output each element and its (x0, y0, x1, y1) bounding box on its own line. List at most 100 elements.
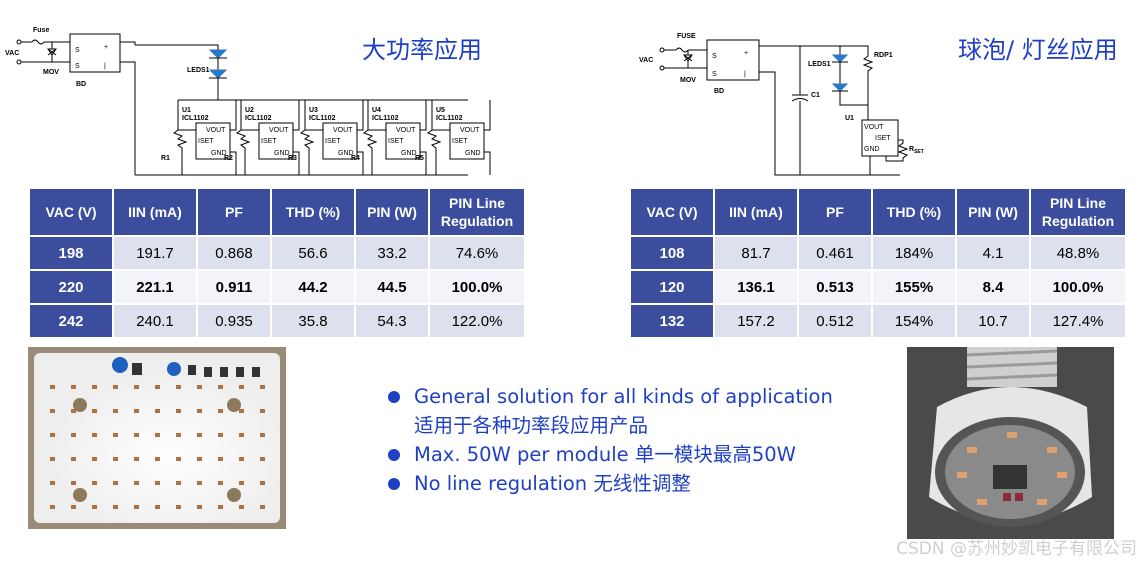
resistor-label: R5 (415, 155, 424, 162)
table-cell: 54.3 (356, 305, 428, 337)
table-cell: 132 (631, 305, 713, 337)
table-cell: 240.1 (114, 305, 196, 337)
led-module-photo (28, 347, 286, 529)
board-led (92, 505, 97, 509)
right-title: 球泡/ 灯丝应用 (958, 36, 1118, 64)
col-header: THD (%) (873, 189, 955, 235)
rset-label: RSET (909, 146, 924, 155)
chip-label: ICL1102 (182, 115, 209, 122)
resistor-label: R3 (288, 155, 297, 162)
vout-pin: VOUT (396, 127, 416, 134)
chip-label: ICL1102 (436, 115, 463, 122)
board-led (113, 457, 118, 461)
board-led (239, 433, 244, 437)
table-cell: 120 (631, 271, 713, 303)
board-led (50, 385, 55, 389)
bullet-text: No line regulation 无线性调整 (414, 472, 691, 495)
board-led (218, 457, 223, 461)
board-led (50, 457, 55, 461)
board-led (176, 385, 181, 389)
board-led (155, 409, 160, 413)
bullet-item: General solution for all kinds of applic… (384, 382, 833, 440)
board-led (113, 433, 118, 437)
r-vac-label: VAC (639, 57, 653, 64)
table-cell: 0.911 (198, 271, 270, 303)
col-header: PIN (W) (356, 189, 428, 235)
board-led (218, 385, 223, 389)
board-led (134, 481, 139, 485)
board-led (260, 385, 265, 389)
table-row: 220 221.1 0.911 44.2 44.5 100.0% (30, 271, 524, 303)
board-led (113, 505, 118, 509)
iset-pin: ISET (875, 135, 891, 142)
bridge-minus-mark: | (104, 63, 106, 70)
chip-label: ICL1102 (372, 115, 399, 122)
board-led (176, 409, 181, 413)
bullet-item: No line regulation 无线性调整 (384, 469, 833, 498)
board-led (71, 385, 76, 389)
table-cell: 0.868 (198, 237, 270, 269)
table-cell: 157.2 (715, 305, 797, 337)
chip-label: ICL1102 (245, 115, 272, 122)
bullet-text-cn: 适用于各种功率段应用产品 (414, 414, 649, 437)
col-header: PIN Line Regulation (430, 189, 524, 235)
iset-pin: ISET (452, 138, 468, 145)
left-schematic: U1ICL1102VOUTISETGNDR1U2ICL1102VOUTISETG… (5, 27, 491, 176)
vout-pin: VOUT (460, 127, 480, 134)
board-led (155, 481, 160, 485)
bullet-text: Max. 50W per module 单一模块最高50W (414, 443, 796, 466)
col-header: PF (799, 189, 871, 235)
board-led (176, 505, 181, 509)
r-mov-label: MOV (680, 77, 696, 84)
board-led (50, 505, 55, 509)
table-cell: 220 (30, 271, 112, 303)
col-header: VAC (V) (30, 189, 112, 235)
board-led (134, 457, 139, 461)
board-led (260, 481, 265, 485)
board-led (71, 457, 76, 461)
board-led (218, 433, 223, 437)
unit-label: U1 (182, 107, 191, 114)
table-cell: 10.7 (957, 305, 1029, 337)
col-header: PIN Line Regulation (1031, 189, 1125, 235)
vout-pin: VOUT (864, 124, 884, 131)
board-led (92, 457, 97, 461)
resistor-label: R4 (351, 155, 360, 162)
table-cell: 0.461 (799, 237, 871, 269)
vout-pin: VOUT (333, 127, 353, 134)
unit-label: U3 (309, 107, 318, 114)
board-led (155, 505, 160, 509)
table-cell: 242 (30, 305, 112, 337)
board-led (218, 409, 223, 413)
left-table: VAC (V) IIN (mA) PF THD (%) PIN (W) PIN … (28, 187, 526, 339)
gnd-pin: GND (864, 146, 880, 153)
bulb-photo (907, 347, 1114, 539)
table-cell: 4.1 (957, 237, 1029, 269)
chip-label: ICL1102 (309, 115, 336, 122)
table-cell: 74.6% (430, 237, 524, 269)
iset-pin: ISET (198, 138, 214, 145)
col-header: IIN (mA) (114, 189, 196, 235)
table-cell: 33.2 (356, 237, 428, 269)
unit-label: U2 (245, 107, 254, 114)
bullet-dot-icon (388, 478, 400, 490)
board-led (113, 409, 118, 413)
board-led (92, 409, 97, 413)
table-cell: 0.935 (198, 305, 270, 337)
r-bridge-ac-mark-2: S (712, 71, 717, 78)
vout-pin: VOUT (269, 127, 289, 134)
table-row: 120 136.1 0.513 155% 8.4 100.0% (631, 271, 1125, 303)
table-cell: 56.6 (272, 237, 354, 269)
board-led (155, 457, 160, 461)
resistor-label: R1 (161, 155, 170, 162)
board-led (71, 481, 76, 485)
table-row: 242 240.1 0.935 35.8 54.3 122.0% (30, 305, 524, 337)
board-led (218, 505, 223, 509)
r-bridge-ac-mark: S (712, 53, 717, 60)
board-led (92, 385, 97, 389)
table-cell: 35.8 (272, 305, 354, 337)
board-led (155, 385, 160, 389)
r-bd-label: BD (714, 88, 724, 95)
